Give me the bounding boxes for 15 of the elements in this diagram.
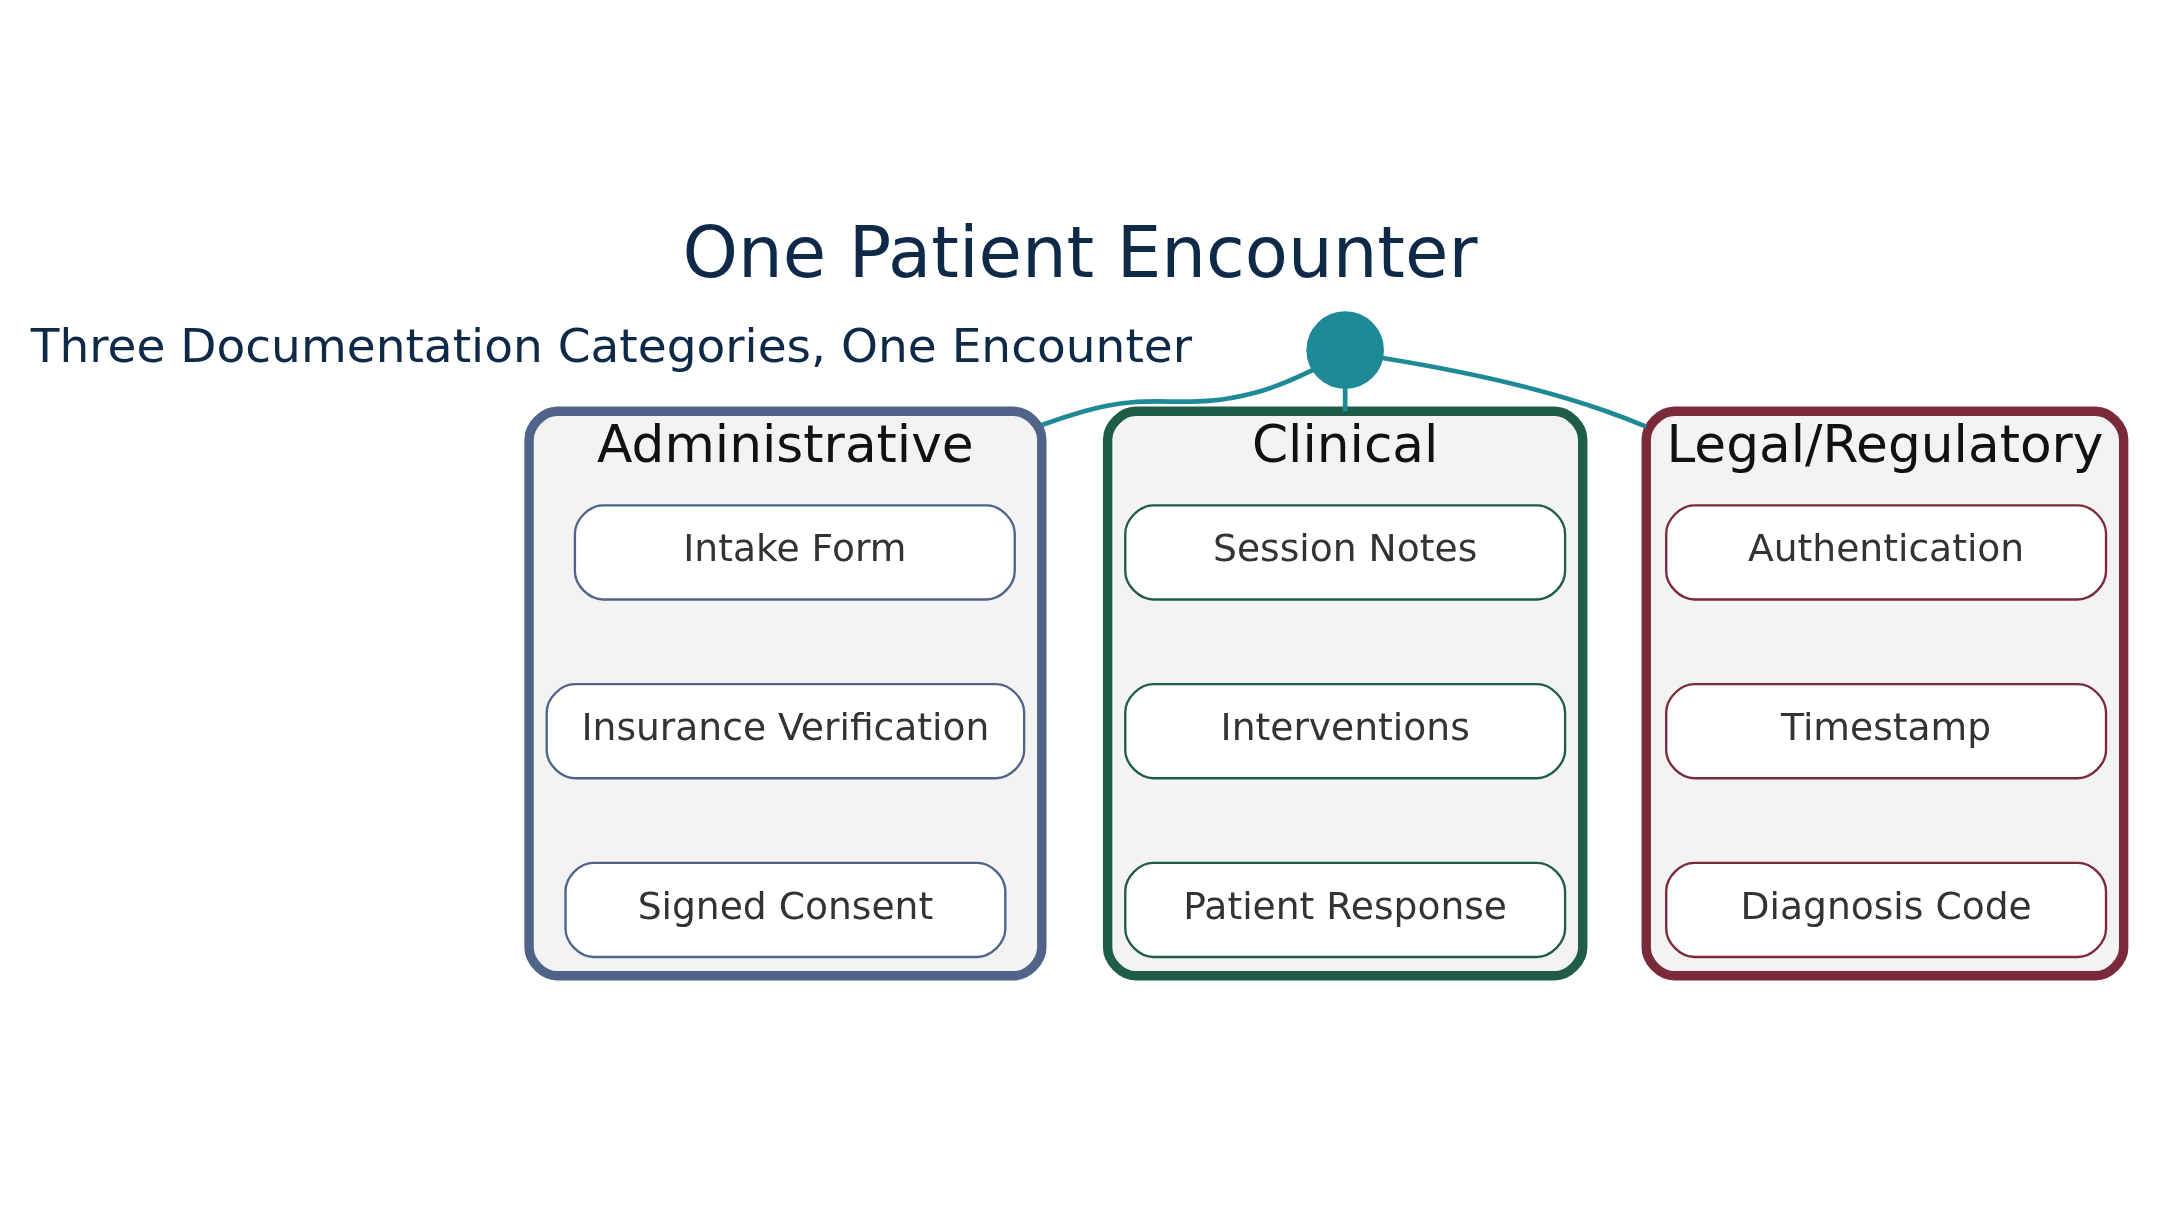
node-box: Interventions xyxy=(1124,682,1567,780)
connector xyxy=(1041,367,1314,428)
node-box: Intake Form xyxy=(573,504,1016,601)
label: Three Documentation Categories, One Encounter xyxy=(30,317,1193,373)
node-box: Timestamp xyxy=(1665,682,2108,780)
node-box: Signed Consent xyxy=(564,861,1007,959)
connector xyxy=(1342,387,1348,412)
node-box: Diagnosis Code xyxy=(1665,861,2108,959)
node-box: Insurance Verification xyxy=(545,682,1026,780)
node-box: Authentication xyxy=(1665,504,2108,601)
diagram-title: One Patient Encounter xyxy=(682,212,1478,295)
node-box: Patient Response xyxy=(1124,861,1567,959)
connector xyxy=(1381,355,1648,429)
node-circle xyxy=(1306,311,1384,389)
node-box: Session Notes xyxy=(1124,504,1567,601)
